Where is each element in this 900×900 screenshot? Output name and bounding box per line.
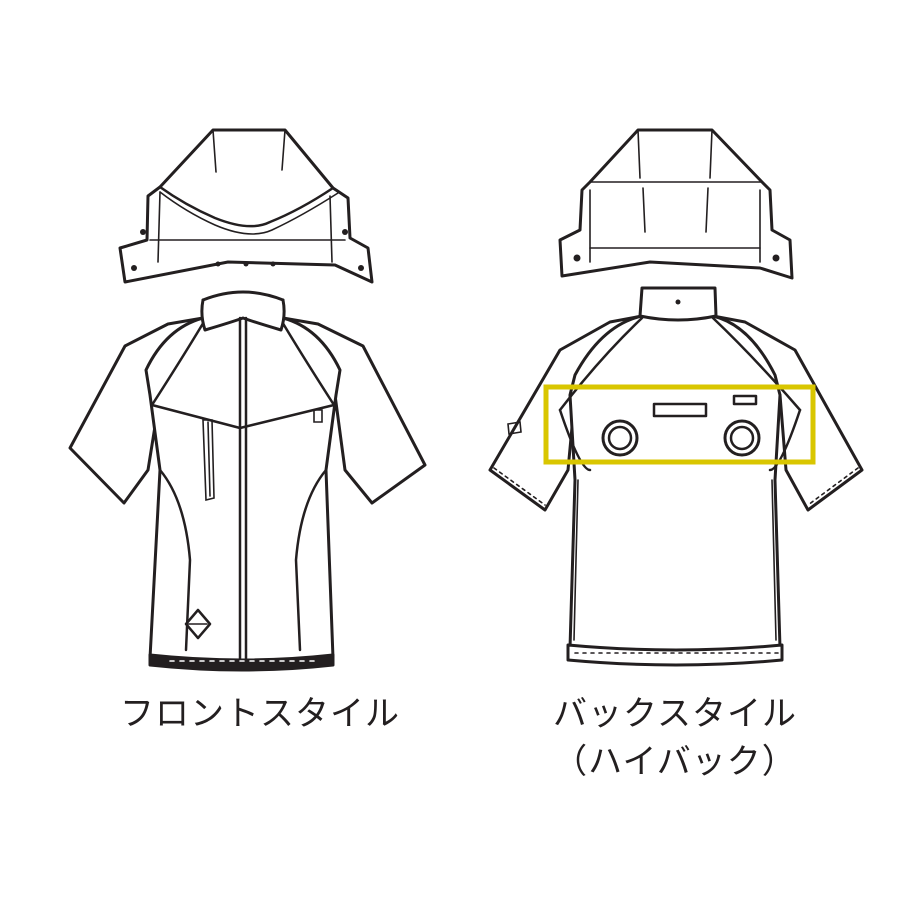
front-hood — [118, 128, 374, 284]
back-hood — [558, 128, 794, 280]
back-jacket — [488, 286, 864, 667]
front-view — [68, 128, 427, 672]
back-view — [488, 128, 864, 667]
back-style-subcaption: （ハイバック） — [553, 742, 797, 782]
back-style-caption: バックスタイル — [553, 694, 797, 734]
front-style-caption: フロントスタイル — [120, 694, 400, 734]
front-jacket — [68, 290, 427, 672]
fan-area-highlight — [543, 384, 816, 465]
